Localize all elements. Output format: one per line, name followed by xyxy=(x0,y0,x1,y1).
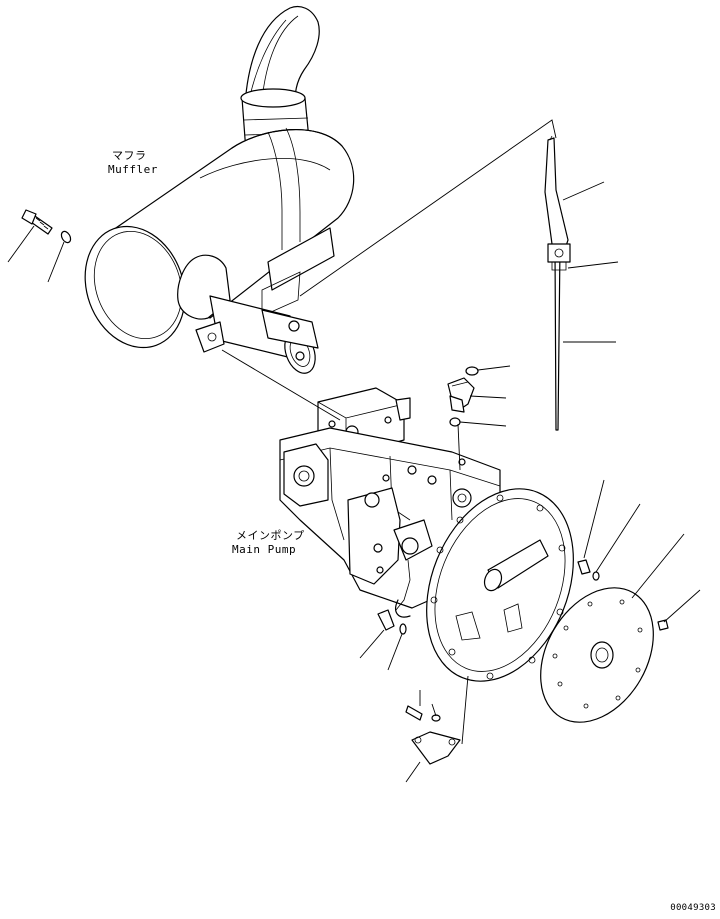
muffler-label-jp: マフラ xyxy=(112,149,147,162)
muffler-label-en: Muffler xyxy=(108,163,158,176)
level-gauge-tube xyxy=(544,135,571,431)
damper-disc xyxy=(540,587,654,723)
main-pump-label-en: Main Pump xyxy=(232,543,297,556)
main-pump-label-jp: メインポンプ xyxy=(236,529,305,542)
muffler-bolt xyxy=(21,209,72,244)
pump-mount-bolts xyxy=(377,609,441,722)
main-pump xyxy=(279,387,501,618)
drawing-code: 00049303 xyxy=(670,903,716,913)
leader-lines xyxy=(7,119,701,783)
muffler xyxy=(84,5,355,374)
flywheel-housing xyxy=(426,488,574,682)
cover-plate xyxy=(411,731,461,765)
